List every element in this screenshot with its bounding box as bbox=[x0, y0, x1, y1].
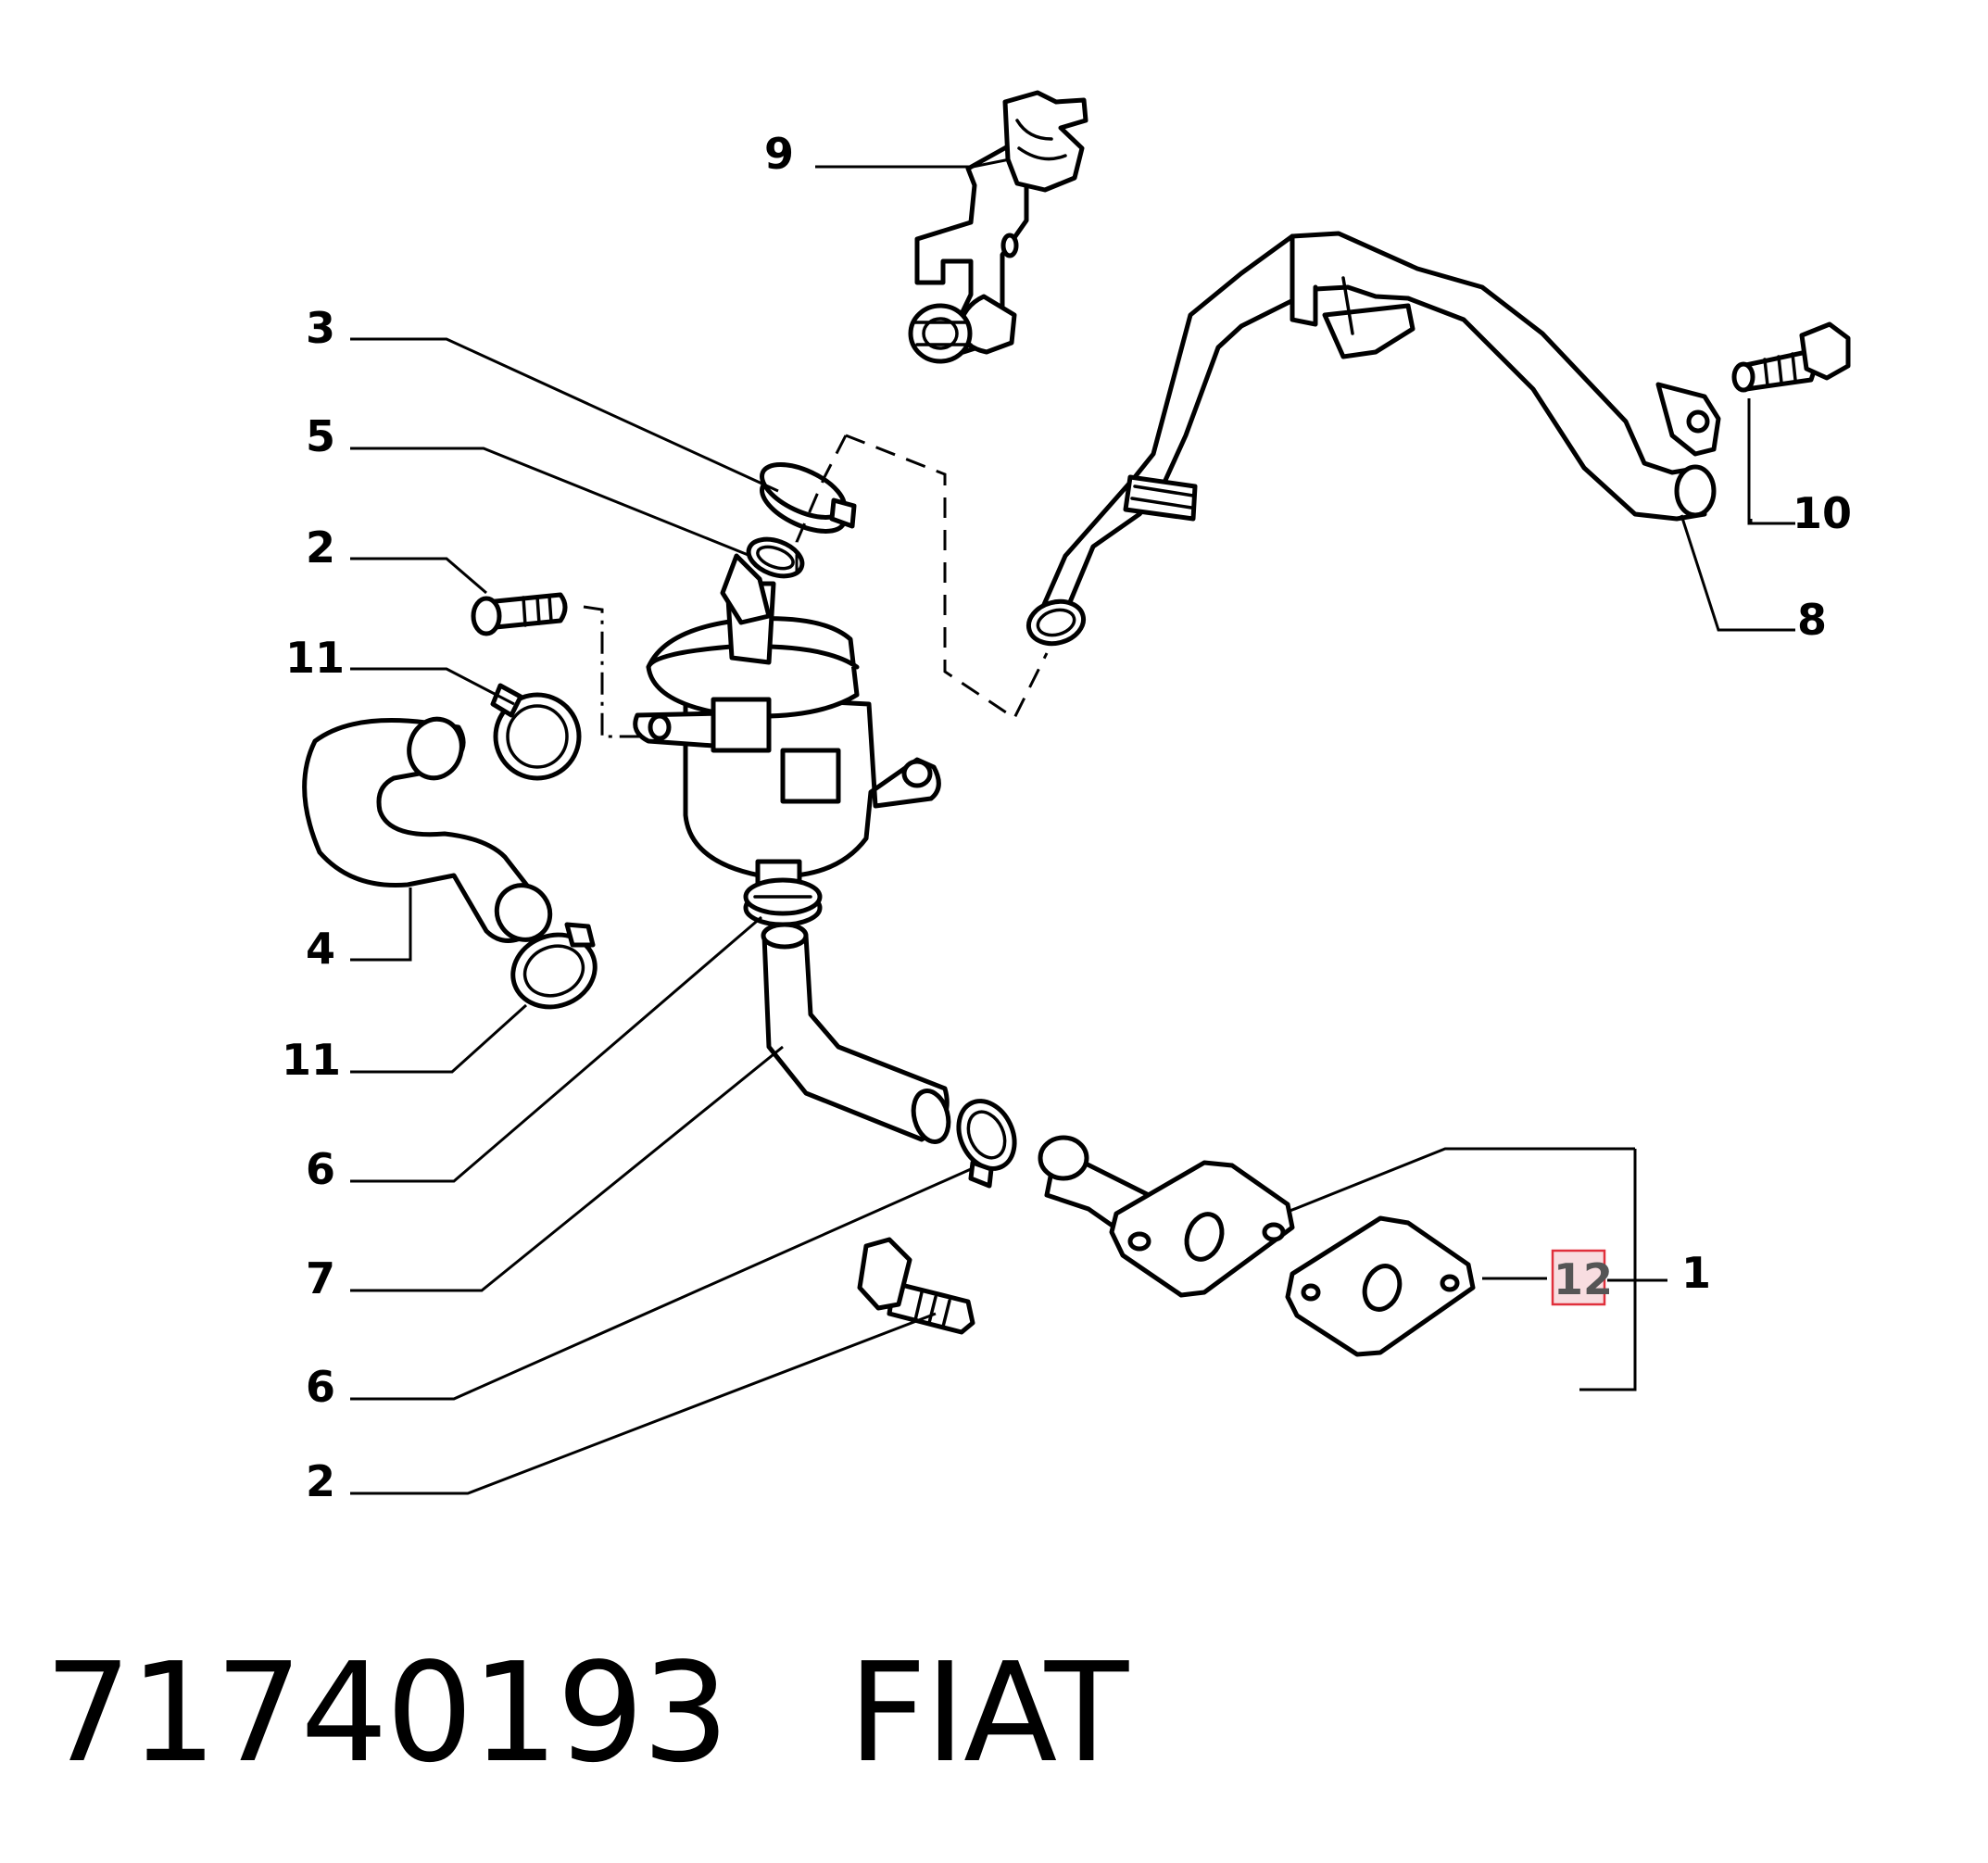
callout-labels: 9 3 5 2 11 4 11 6 7 6 2 10 8 12 1 bbox=[282, 129, 1852, 1506]
part-2-bolt-top bbox=[471, 592, 568, 636]
part-2-bolt-bottom bbox=[857, 1237, 975, 1335]
part-7-hose bbox=[761, 922, 951, 1144]
callout-1: 1 bbox=[1681, 1248, 1711, 1298]
callout-4: 4 bbox=[306, 924, 335, 974]
callout-10: 10 bbox=[1793, 488, 1852, 538]
part-9-bracket bbox=[908, 90, 1088, 364]
callout-6-bottom: 6 bbox=[306, 1362, 335, 1412]
part-8-tube bbox=[1025, 231, 1721, 647]
callout-7: 7 bbox=[306, 1253, 335, 1303]
callout-11-top: 11 bbox=[285, 633, 345, 683]
callout-2-top: 2 bbox=[306, 522, 335, 573]
part-number: 71740193 bbox=[44, 1633, 729, 1793]
callout-11-bottom: 11 bbox=[282, 1035, 341, 1085]
footer-caption: 71740193 FIAT bbox=[44, 1633, 1128, 1793]
hidden-connection-line bbox=[795, 434, 1049, 721]
part-11-clamp-bottom bbox=[510, 922, 598, 1010]
callout-5: 5 bbox=[306, 411, 335, 461]
part-6-clamp-top bbox=[743, 877, 823, 927]
callout-6-top: 6 bbox=[306, 1144, 335, 1194]
leader-lines bbox=[350, 157, 1795, 1495]
part-1-flange-pipe bbox=[1038, 1135, 1295, 1298]
part-5-separator bbox=[633, 536, 941, 892]
callout-12: 12 bbox=[1554, 1254, 1613, 1304]
part-6-clamp-bottom bbox=[956, 1099, 1017, 1189]
part-12-gasket bbox=[1285, 1215, 1476, 1357]
part-4-hose bbox=[302, 716, 553, 943]
connector-line-2 bbox=[583, 605, 639, 738]
part-3-clamp bbox=[760, 462, 857, 534]
callout-2-bottom: 2 bbox=[306, 1456, 335, 1506]
part-10-bolt bbox=[1731, 321, 1851, 393]
callout-12-highlight bbox=[1551, 1249, 1606, 1306]
part-11-clamp-top bbox=[490, 683, 582, 781]
callout-8: 8 bbox=[1797, 595, 1827, 645]
callout-3: 3 bbox=[306, 303, 335, 353]
callout-9: 9 bbox=[764, 129, 794, 179]
brand-name: FIAT bbox=[848, 1633, 1128, 1793]
